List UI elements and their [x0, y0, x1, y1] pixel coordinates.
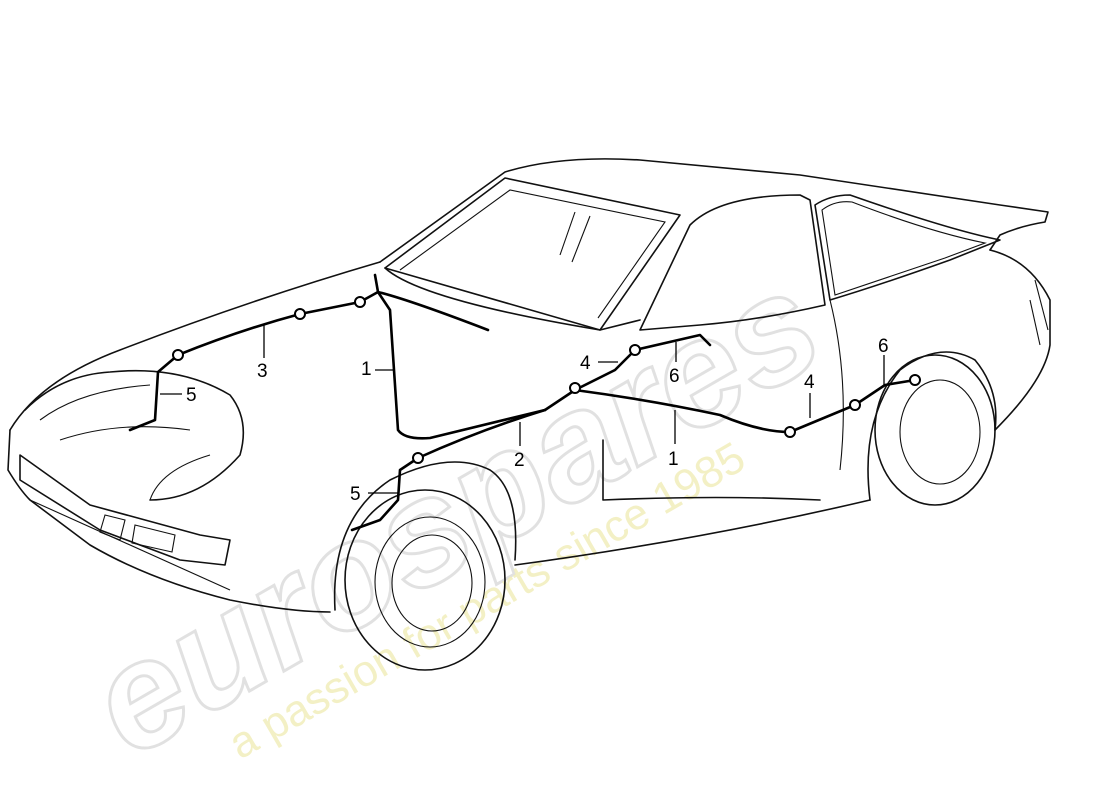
- callout-4-rear: 4: [804, 372, 815, 393]
- callout-6-rear: 6: [878, 336, 889, 357]
- car-body: [7, 158, 1051, 671]
- wiring-harness: [128, 273, 921, 532]
- callout-1-side: 1: [668, 449, 679, 470]
- watermark: eurospares a passion for parts since 198…: [61, 236, 848, 789]
- callout-leaders: [160, 325, 885, 494]
- callout-5: 5: [186, 385, 197, 406]
- callout-4: 4: [580, 353, 591, 374]
- callout-3: 3: [257, 361, 268, 382]
- callout-2: 2: [514, 450, 525, 471]
- callout-1: 1: [361, 359, 372, 380]
- watermark-brand: eurospares: [62, 238, 846, 788]
- callout-labels: 3 5 1 2 5 4 6 1 4 6: [186, 336, 889, 505]
- callout-6: 6: [669, 366, 680, 387]
- callout-5-front: 5: [350, 484, 361, 505]
